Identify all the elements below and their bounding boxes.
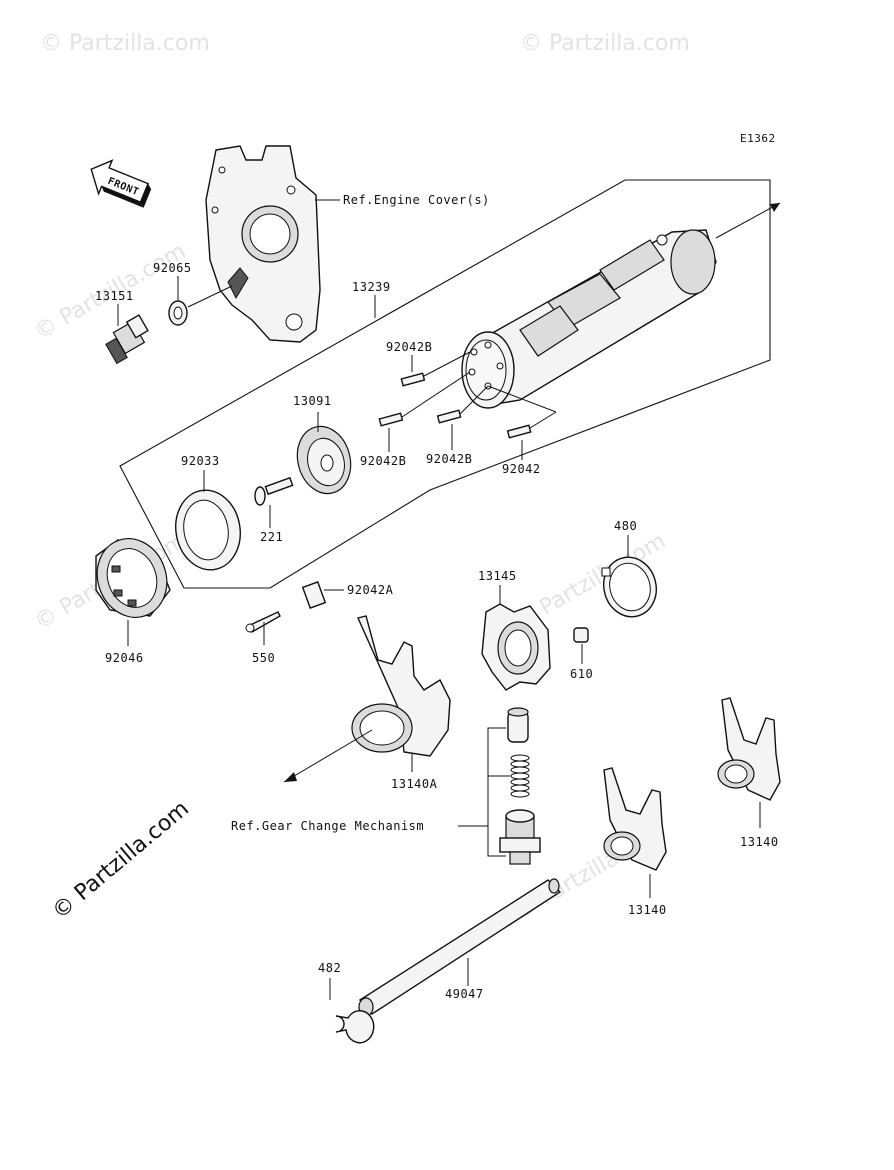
circlip-92033 bbox=[175, 489, 241, 571]
part-label-13140: 13140 bbox=[740, 835, 779, 849]
part-label-92042B: 92042B bbox=[360, 454, 406, 468]
shift-fork-13140A bbox=[351, 615, 451, 757]
part-label-92042A: 92042A bbox=[347, 583, 394, 597]
front-arrow-icon: FRONT bbox=[90, 159, 152, 208]
bearing-92046 bbox=[95, 538, 171, 618]
circlip-480 bbox=[601, 556, 657, 618]
part-label-13145: 13145 bbox=[478, 569, 517, 583]
ref-engine-cover-label: Ref.Engine Cover(s) bbox=[343, 193, 490, 207]
diagram-code: E1362 bbox=[740, 132, 776, 145]
part-label-13239: 13239 bbox=[352, 280, 391, 294]
shift-fork-13140 bbox=[717, 697, 781, 801]
part-label-92042: 92042 bbox=[502, 462, 541, 476]
part-label-92046: 92046 bbox=[105, 651, 144, 665]
part-label-92033: 92033 bbox=[181, 454, 220, 468]
shift-drum-assembly-frame bbox=[119, 179, 771, 589]
part-label-610: 610 bbox=[570, 667, 593, 681]
engine-cover bbox=[205, 145, 321, 343]
cotter-pin-550 bbox=[245, 611, 281, 633]
neutral-switch-13151 bbox=[105, 314, 149, 365]
detent-assembly bbox=[499, 707, 541, 865]
pin-92042A bbox=[301, 581, 327, 609]
part-label-49047: 49047 bbox=[445, 987, 484, 1001]
screw-221 bbox=[254, 476, 294, 506]
shift-cam-13145 bbox=[481, 603, 551, 691]
brand-watermark: © Partzilla.com bbox=[48, 796, 194, 924]
watermark: © Partzilla.com bbox=[40, 31, 210, 56]
part-label-92042B: 92042B bbox=[386, 340, 432, 354]
part-label-92042B: 92042B bbox=[426, 452, 472, 466]
part-label-13091: 13091 bbox=[293, 394, 332, 408]
shift-drum-plate-13091 bbox=[296, 425, 352, 495]
pin-610 bbox=[573, 627, 589, 643]
part-label-550: 550 bbox=[252, 651, 275, 665]
e-clip-482 bbox=[335, 1010, 375, 1044]
shift-fork-13140 bbox=[603, 767, 667, 871]
part-label-482: 482 bbox=[318, 961, 341, 975]
part-label-221: 221 bbox=[260, 530, 283, 544]
part-label-92065: 92065 bbox=[153, 261, 192, 275]
ref-gear-change-label: Ref.Gear Change Mechanism bbox=[231, 819, 424, 833]
part-label-480: 480 bbox=[614, 519, 637, 533]
part-label-13140: 13140 bbox=[628, 903, 667, 917]
watermark-layer: © Partzilla.com © Partzilla.com © Partzi… bbox=[31, 31, 690, 925]
part-label-13140A: 13140A bbox=[391, 777, 438, 791]
shift-drum-13239 bbox=[461, 229, 717, 409]
pins bbox=[378, 372, 532, 439]
part-label-13151: 13151 bbox=[95, 289, 134, 303]
watermark: © Partzilla.com bbox=[520, 31, 690, 56]
